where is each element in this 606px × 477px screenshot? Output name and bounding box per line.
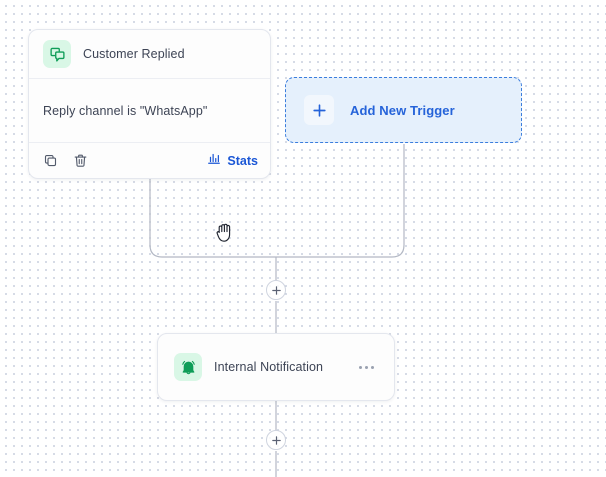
ellipsis-dot [371,365,374,369]
stats-button[interactable]: Stats [207,151,258,170]
add-new-trigger-button[interactable]: Add New Trigger [285,77,522,143]
bar-chart-icon [207,151,221,170]
plus-icon [304,95,334,125]
chat-bubbles-icon [43,40,71,68]
bell-icon [174,353,202,381]
trigger-card-title: Customer Replied [83,47,185,61]
stats-label: Stats [227,153,258,168]
connector-addtrigger-to-merge [276,144,405,258]
plus-icon [271,285,281,295]
action-card-title: Internal Notification [214,360,324,374]
trigger-card-header: Customer Replied [29,30,270,79]
merge-add-step-button[interactable] [266,280,286,300]
connector-trigger-to-merge [149,179,276,258]
trash-icon[interactable] [71,152,89,170]
action-node-card[interactable]: Internal Notification [157,333,395,401]
ellipsis-dot [359,365,362,369]
trigger-card-footer: Stats [29,143,270,178]
duplicate-icon[interactable] [41,152,59,170]
add-new-trigger-label: Add New Trigger [350,102,455,118]
ellipsis-icon[interactable] [355,362,378,373]
plus-icon [271,435,281,445]
after-action-add-step-button[interactable] [266,430,286,450]
trigger-node-card[interactable]: Customer Replied Reply channel is "Whats… [28,29,271,179]
ellipsis-dot [365,365,368,369]
trigger-card-body: Reply channel is "WhatsApp" [29,79,270,143]
grab-hand-cursor [216,223,231,242]
trigger-condition-text: Reply channel is "WhatsApp" [43,103,208,118]
